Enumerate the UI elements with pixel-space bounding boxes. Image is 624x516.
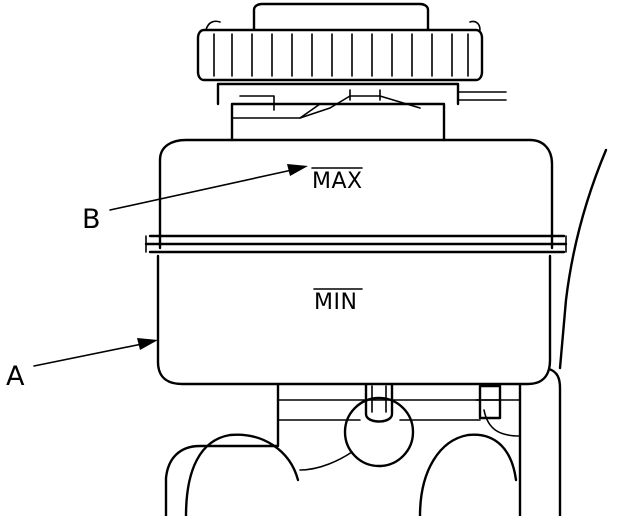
callout-a: A (6, 338, 158, 392)
max-label: MAX (312, 169, 363, 194)
callout-a-arrowhead (137, 338, 158, 350)
master-cylinder-body (164, 366, 562, 516)
callout-b: B (82, 164, 308, 235)
max-level-mark: MAX (311, 167, 363, 194)
min-level-mark: MIN (313, 288, 363, 315)
filler-neck (216, 82, 507, 142)
min-label: MIN (314, 290, 357, 315)
callout-a-label: A (6, 361, 25, 392)
callout-b-arrowhead (287, 164, 308, 176)
master-cylinder-edge (558, 148, 608, 370)
callout-b-label: B (82, 204, 101, 235)
reservoir-cap (196, 2, 484, 82)
reservoir-tank (144, 138, 568, 386)
